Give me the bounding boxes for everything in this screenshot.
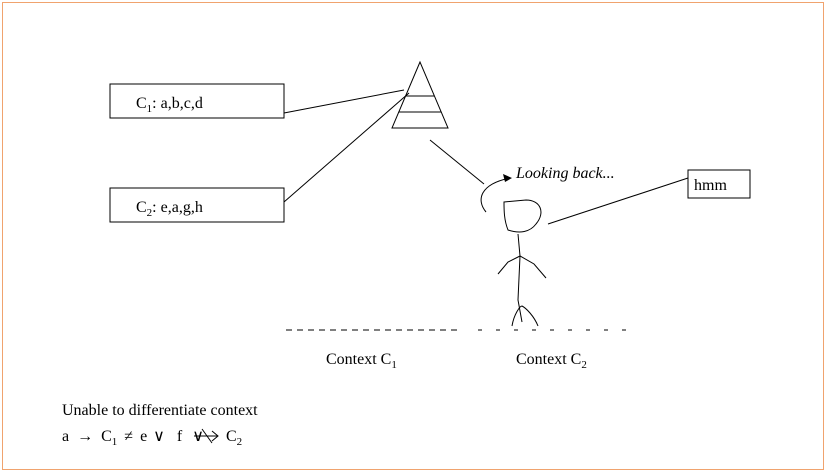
negated-arrow-icon xyxy=(194,428,219,444)
speech-label: hmm xyxy=(694,177,727,194)
formula-target: C2 xyxy=(226,428,242,448)
c2-box-label: C2: e,a,g,h xyxy=(136,199,203,219)
formula: a → C1 ≠ e ∨ f ∨ xyxy=(62,428,204,449)
stick-figure xyxy=(497,199,547,327)
context-c2-label: Context C2 xyxy=(516,351,587,371)
speech-connector xyxy=(547,177,689,225)
connector-c1 xyxy=(283,89,405,114)
caption: Unable to differentiate context xyxy=(62,402,258,419)
thought-label: Looking back... xyxy=(515,165,615,182)
pyramid-icon xyxy=(391,60,449,129)
speech-box: hmm xyxy=(687,169,751,199)
context-c2-box: C2: e,a,g,h xyxy=(109,187,285,223)
connector-c2 xyxy=(283,92,410,203)
curved-arrow-icon xyxy=(480,174,512,213)
c1-box-label: C1: a,b,c,d xyxy=(136,95,203,115)
context-c1-label: Context C1 xyxy=(326,351,397,371)
context-c1-box: C1: a,b,c,d xyxy=(109,83,285,119)
connector-figure xyxy=(429,139,485,185)
